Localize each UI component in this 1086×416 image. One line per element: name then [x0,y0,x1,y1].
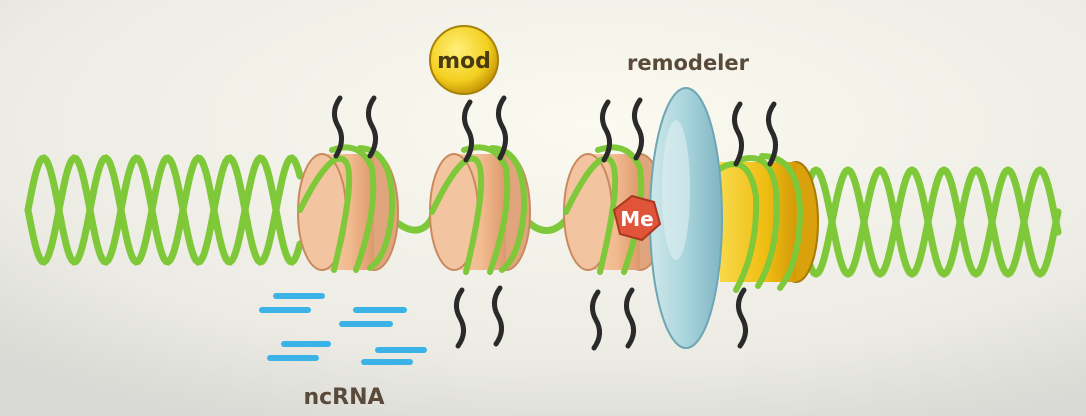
mod-label: mod [437,49,491,74]
remodeler [650,88,722,348]
ncrna-label: ncRNA [303,385,384,410]
nucleosome-4 [718,156,818,290]
nucleosome-2 [430,147,530,272]
methyl-label: Me [620,207,653,231]
remodeler-label: remodeler [627,51,750,75]
nucleosome-1 [298,147,398,270]
mod-marker: mod [430,26,498,94]
